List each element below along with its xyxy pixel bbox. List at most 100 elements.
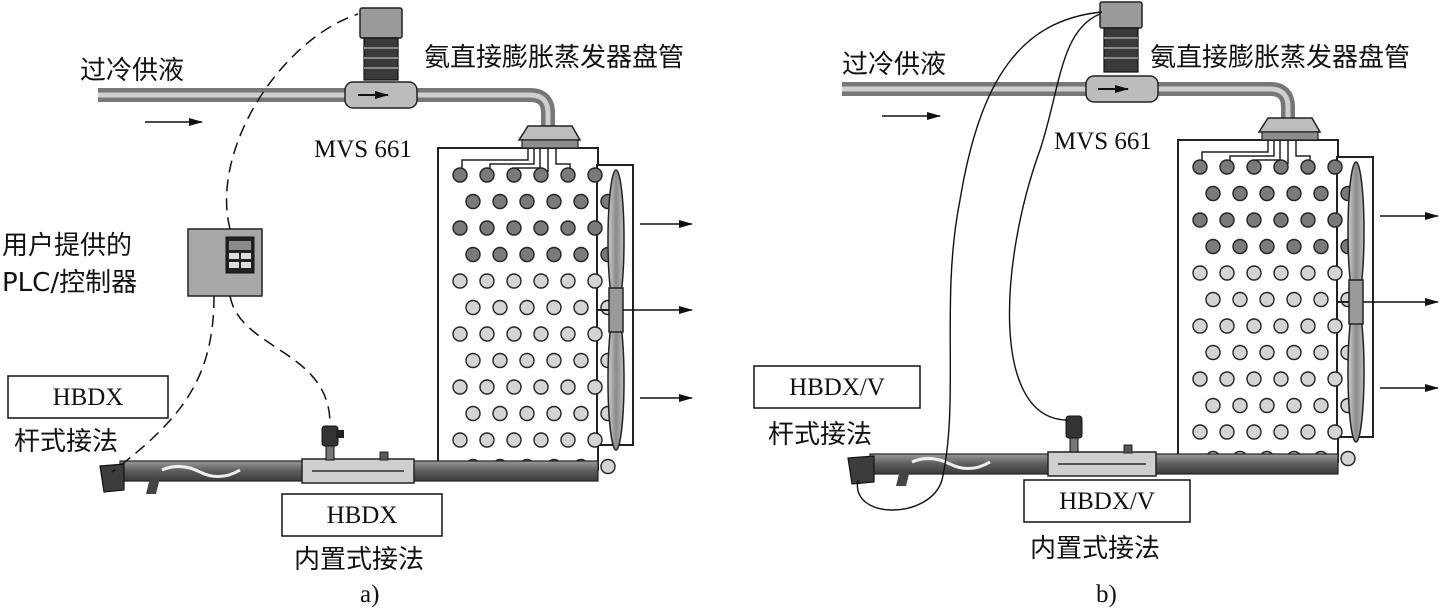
rod-method-label: 杆式接法 [14,427,118,457]
coil-tube [492,246,508,263]
coil-tube [1300,318,1316,334]
coil-tube [465,246,481,263]
rod-box-label: HBDX/V [789,374,885,401]
coil-tube [479,167,495,183]
coil-tube [465,193,481,210]
coil-tube [1273,212,1289,228]
coil-tube [1232,344,1248,361]
coil-tube [1232,185,1248,202]
coil-tube [1273,424,1289,440]
coil-tube [1192,159,1208,175]
coil-tube [1192,424,1208,440]
coil-tube [533,220,549,236]
coil-tube [546,246,562,263]
coil-tube [546,405,562,422]
coil-tube [573,352,589,369]
coil-tube [1219,265,1235,281]
coil-tube [1246,159,1262,175]
coil-tube [1205,344,1221,361]
coil-tube [506,220,522,236]
coil-tube [1313,397,1329,414]
coil-tube [1300,212,1316,228]
supply-label: 过冷供液 [80,56,184,86]
coil-tube [1259,185,1275,202]
coil-tube [479,273,495,289]
inline-method-label: 内置式接法 [1030,534,1160,564]
coil-tube [492,193,508,210]
coil-tube [1246,265,1262,281]
mvs-valve [344,7,418,109]
coil-tube [492,405,508,422]
coil-tube [1219,371,1235,387]
panel-b: 过冷供液 MVS 661 氨直接膨胀蒸发器盘管 [753,1,1439,608]
cable-controller-rod [111,295,215,473]
coil-tube [1246,371,1262,387]
coil-tube [1327,265,1343,281]
valve-label: MVS 661 [1054,128,1152,155]
hbdx-inline-sensor [321,425,344,461]
hbdx-v-inline-sensor [1065,415,1083,453]
coil-tube [546,193,562,210]
coil-tube [560,326,576,342]
coil-tube [1219,318,1235,334]
coil-tube [1286,185,1302,202]
coil-tube [1232,397,1248,414]
coil-tube [452,273,468,289]
coil-tube [465,299,481,316]
coil-tube [1327,212,1343,228]
coil-tube [479,432,495,448]
coil-tube [465,352,481,369]
coil-tube [519,405,535,422]
coil-tube [1313,185,1329,202]
valve-label: MVS 661 [314,136,412,163]
rod-box-label: HBDX [53,384,124,411]
rod-box [753,365,921,409]
coil-tube [492,299,508,316]
coil-tube [1273,159,1289,175]
evaporator-coil [437,125,693,475]
coil-tube [506,326,522,342]
coil-tube [1192,212,1208,228]
coil-tube [1273,371,1289,387]
supply-label: 过冷供液 [842,50,946,80]
coil-tube [533,432,549,448]
coil-tube [600,458,616,475]
plc-controller [187,228,263,297]
evaporator-coil [1177,117,1439,467]
coil-tube [587,273,603,289]
coil-tube [587,167,603,183]
coil-tube [1232,291,1248,308]
coil-tube [492,352,508,369]
coil-tube [479,326,495,342]
coil-tube [560,220,576,236]
fan [1338,161,1365,443]
coil-tube [573,246,589,263]
coil-tube [1327,424,1343,440]
coil-tube [1205,185,1221,202]
inline-box-label: HBDX [327,502,398,529]
coil-tube [1192,371,1208,387]
coil-tube [1259,397,1275,414]
rod-method-label: 杆式接法 [768,420,872,450]
coil-label: 氨直接膨胀蒸发器盘管 [1150,43,1410,73]
coil-tube [452,167,468,183]
coil-tube [1327,159,1343,175]
coil-tube [452,326,468,342]
coil-tube [1286,344,1302,361]
cable-rod-valve [856,11,1103,511]
coil-tube [1205,397,1221,414]
controller-label-line1: 用户提供的 [2,231,132,261]
inline-box-label: HBDX/V [1059,488,1155,515]
coil-tube [1300,371,1316,387]
mvs-valve [1085,1,1159,103]
coil-tube [1300,424,1316,440]
coil-tube [465,405,481,422]
coil-tube [546,352,562,369]
coil-label: 氨直接膨胀蒸发器盘管 [424,43,684,73]
coil-tube [519,193,535,210]
controller-label-line2: PLC/控制器 [2,268,137,298]
coil-tube [1313,238,1329,255]
panel-a: 过冷供液 MVS 661 氨直接膨胀蒸发器盘管 [2,7,693,608]
coil-tube [587,220,603,236]
coil-tube [452,379,468,395]
